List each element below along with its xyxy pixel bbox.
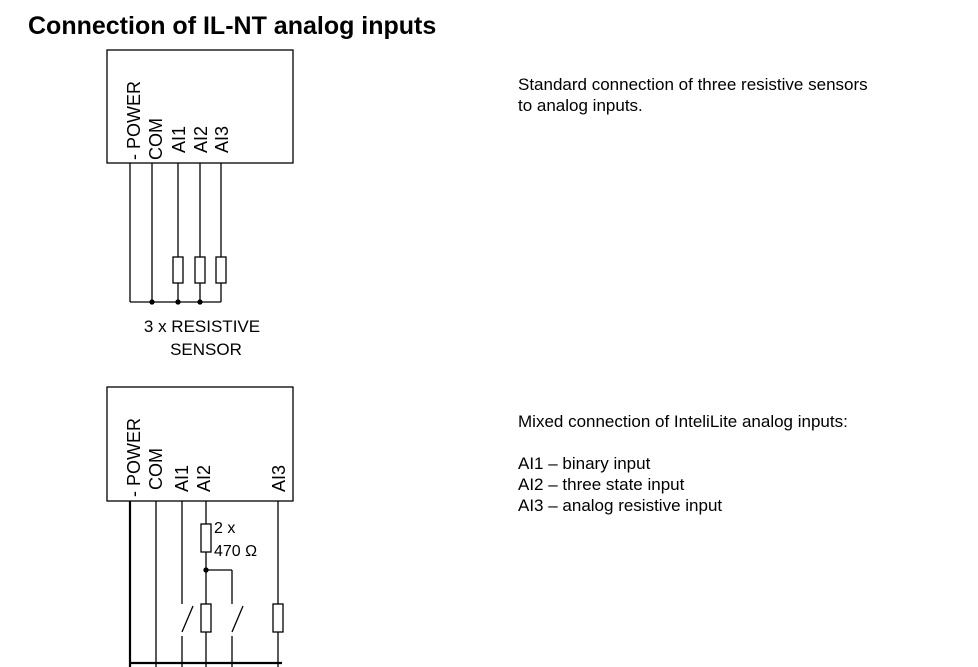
diagram2-description: Mixed connection of InteliLite analog in… [518,411,848,516]
description-line: to analog inputs. [518,96,643,115]
diagram1-description: Standard connection of three resistive s… [518,74,868,116]
sensor-caption-line1: 3 x RESISTIVE [144,317,260,336]
junction-dot [149,299,155,305]
resistor-label-line1: 2 x [214,520,235,537]
diagram1-pin-labels: - POWER COM AI1 AI2 AI3 [124,81,232,160]
diagram1 [106,49,294,305]
pin-label-ai1: AI1 [172,465,192,492]
resistor-label-line2: 470 Ω [214,543,257,560]
description-line: Standard connection of three resistive s… [518,75,868,94]
resistor-ai3 [215,256,227,284]
pin-label-power: - POWER [124,418,144,497]
pin-label-ai2: AI2 [194,465,214,492]
description-title: Mixed connection of InteliLite analog in… [518,412,848,431]
description-item: AI3 – analog resistive input [518,496,723,515]
resistor-ai1 [172,256,184,284]
switch-ai2 [231,605,244,633]
sensor-caption-line2: SENSOR [170,340,242,359]
switch-ai1 [181,605,194,633]
description-item: AI2 – three state input [518,475,685,494]
resistor-ai2-bottom [200,603,212,633]
description-item: AI1 – binary input [518,454,651,473]
diagram2 [106,386,294,667]
junction-dot [203,567,209,573]
controller-box [106,386,294,502]
pin-label-ai3: AI3 [212,126,232,153]
junction-dot [197,299,203,305]
controller-box [106,49,294,164]
diagram2-pin-labels: - POWER COM AI1 AI2 AI3 [124,418,289,497]
page-title: Connection of IL-NT analog inputs [28,12,437,40]
pin-label-com: COM [146,118,166,160]
pin-label-com: COM [146,448,166,490]
junction-dot [175,299,181,305]
pin-label-ai2: AI2 [191,126,211,153]
pin-label-power: - POWER [124,81,144,160]
pin-label-ai1: AI1 [169,126,189,153]
pin-label-ai3: AI3 [269,465,289,492]
resistor-ai3 [272,603,284,633]
resistor-ai2 [194,256,206,284]
resistor-ai2-top [200,523,212,553]
